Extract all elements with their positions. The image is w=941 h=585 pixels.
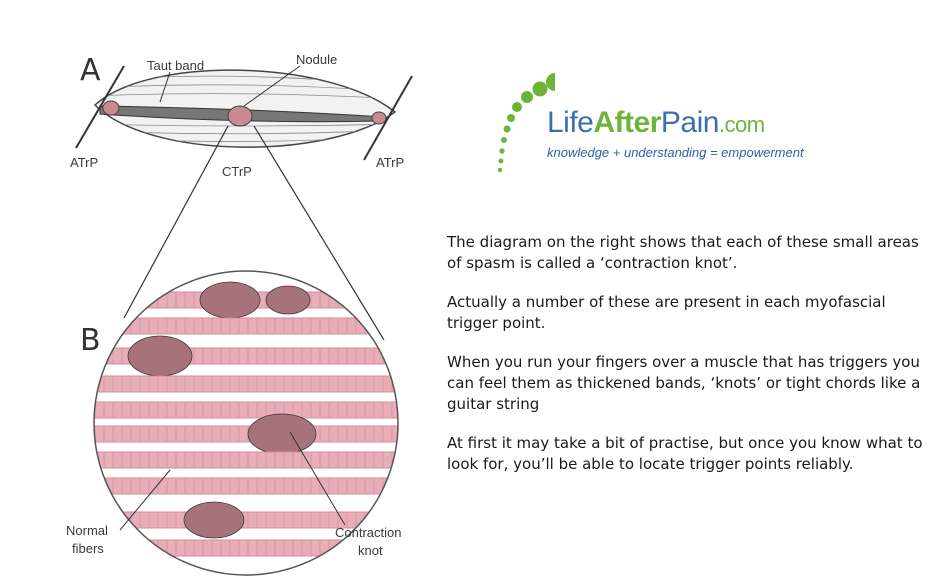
contraction-knot-pointer [289,431,346,526]
atrp-right-nodule [371,111,387,125]
contraction-knot [183,501,245,539]
atrp-left-nodule [102,100,120,116]
fiber-band [94,477,398,495]
nodule-label: Nodule [296,52,337,67]
paragraph-feel-bands: When you run your fingers over a muscle … [447,353,921,413]
trigger-point-diagram: A Taut band Nodule ATrP CTrP ATrP B Norm… [66,52,413,576]
logo-word-life: Life [547,106,594,139]
contraction-knot [247,413,317,455]
contraction-knot [127,335,193,377]
logo-tagline: knowledge + understanding = empowerment [547,145,804,160]
nodule-pointer [243,65,301,107]
taut-band-pointer [159,71,171,103]
atrp-right-tendon-line [363,75,413,161]
muscle-illustration [75,65,413,161]
fiber-band [94,425,398,443]
panel-a-letter: A [80,53,101,88]
normal-fibers-label-line2: fibers [72,541,104,556]
contraction-knot [199,281,261,319]
atrp-left-tendon-line [75,65,125,149]
fiber-band [94,539,398,557]
logo-word-after: After [593,106,661,139]
fiber-band [94,401,398,419]
paragraph-contraction-knot: The diagram on the right shows that each… [447,233,919,272]
paragraph-practise: At first it may take a bit of practise, … [447,434,923,473]
lifeafterpain-logo: LifeAfterPain.com knowledge + understand… [495,62,840,182]
magnified-fibers [93,270,399,576]
fiber-band [94,317,398,335]
explanation-text: The diagram on the right shows that each… [447,232,927,493]
logo-word-pain: Pain [660,106,720,139]
logo-dots-arc [497,73,555,173]
atrp-left-label: ATrP [70,155,98,170]
panel-b-letter: B [80,323,101,358]
contraction-knot-label-line1: Contraction [335,525,401,540]
contraction-knot-label-line2: knot [358,543,383,558]
fiber-band [94,451,398,469]
normal-fibers-pointer [119,469,171,531]
taut-band-label: Taut band [147,58,204,73]
paragraph-number-present: Actually a number of these are present i… [447,293,886,332]
zoom-line-left [123,125,229,319]
ctrp-nodule [227,105,253,127]
ctrp-label: CTrP [222,164,252,179]
logo-wordmark: LifeAfterPain.com [547,106,765,140]
fiber-band [94,511,398,529]
fiber-band [94,375,398,393]
normal-fibers-label-line1: Normal [66,523,108,538]
atrp-right-label: ATrP [376,155,404,170]
contraction-knot [265,285,311,315]
zoom-line-right [253,125,385,341]
logo-word-com: .com [718,112,765,137]
